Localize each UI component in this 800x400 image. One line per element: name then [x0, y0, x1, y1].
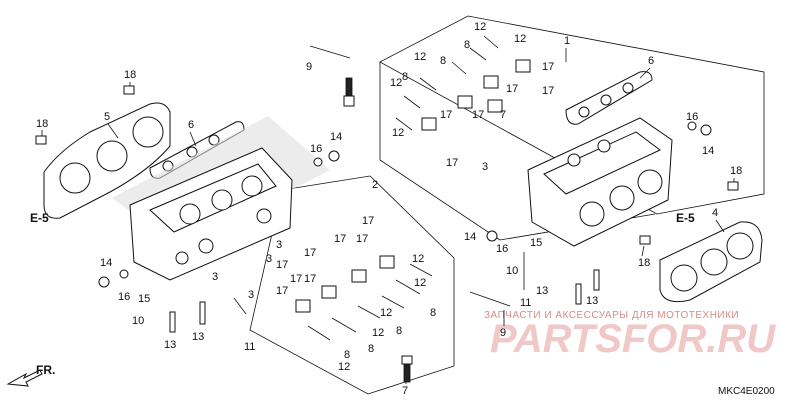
front-direction-arrow-icon	[6, 369, 43, 387]
callout-8-a: 8	[430, 307, 436, 319]
callout-12-e: 12	[338, 361, 350, 373]
leader-lines	[41, 48, 735, 384]
callout-17-a: 17	[362, 215, 374, 227]
callout-17-g: 17	[276, 285, 288, 297]
callout-12-h: 12	[414, 51, 426, 63]
callout-17-k: 17	[542, 85, 554, 97]
callout-17-c: 17	[356, 233, 368, 245]
callout-3-a: 3	[276, 239, 282, 251]
callout-3-c: 3	[212, 271, 218, 283]
callout-8-d: 8	[344, 349, 350, 361]
callout-8-f: 8	[440, 55, 446, 67]
cylinder-head-right	[527, 117, 673, 247]
callout-12-d: 12	[372, 327, 384, 339]
callout-16-right: 16	[496, 243, 508, 255]
callout-13-right-b: 13	[586, 295, 598, 307]
cylinder-head-left	[112, 116, 330, 281]
callout-7-right: 7	[500, 109, 506, 121]
callout-17-j: 17	[506, 83, 518, 95]
callout-18-right: 18	[730, 165, 742, 177]
callout-6-right: 6	[648, 55, 654, 67]
callout-13-left-a: 13	[164, 339, 176, 351]
manifold-gasket-left	[149, 121, 245, 179]
callout-17-b: 17	[334, 233, 346, 245]
callout-17-d: 17	[304, 247, 316, 259]
callout-12-c: 12	[380, 307, 392, 319]
callout-10-left: 10	[132, 315, 144, 327]
watermark-brand: PARTSFOR.RU	[490, 317, 776, 361]
callout-8-c: 8	[368, 343, 374, 355]
callout-13-right-a: 13	[536, 285, 548, 297]
callout-4: 4	[712, 207, 718, 219]
watermark-tagline: ЗАПЧАСТИ И АКСЕССУАРЫ ДЛЯ МОТОТЕХНИКИ	[484, 310, 739, 321]
callout-16-left: 16	[118, 291, 130, 303]
callout-8-e: 8	[464, 39, 470, 51]
callout-17-e: 17	[276, 259, 288, 271]
section-ref-e5-left: E-5	[30, 211, 49, 225]
callout-12-b: 12	[414, 277, 426, 289]
callout-11-right: 11	[520, 297, 531, 309]
diagram-code: MKC4E0200	[718, 386, 775, 397]
section-ref-e5-right: E-5	[676, 211, 695, 225]
callout-17-m: 17	[472, 109, 484, 121]
callout-15-right: 15	[530, 237, 542, 249]
callout-12-a: 12	[412, 253, 424, 265]
callout-14-left-top: 14	[330, 131, 342, 143]
callout-9-top: 9	[306, 61, 312, 73]
callout-17-f: 17	[290, 273, 302, 285]
callout-12-i: 12	[390, 77, 402, 89]
callout-12-f: 12	[474, 21, 486, 33]
callout-14-left: 14	[100, 257, 112, 269]
callout-3-e: 3	[482, 161, 488, 173]
callout-14-right: 14	[464, 231, 476, 243]
callout-18-left-top: 18	[124, 69, 136, 81]
callout-16-right-top: 16	[686, 111, 698, 123]
head-gasket-right	[659, 221, 763, 303]
callout-6-left: 6	[188, 119, 194, 131]
callout-7-bottom: 7	[402, 385, 408, 397]
callout-12-j: 12	[392, 127, 404, 139]
front-direction-label: FR.	[36, 363, 55, 377]
callout-3-b: 3	[266, 253, 272, 265]
assembly-2-outline	[249, 175, 455, 395]
callout-18-left: 18	[36, 118, 48, 130]
callout-1: 1	[564, 35, 570, 47]
callout-8-b: 8	[396, 325, 402, 337]
callout-18-right-bottom: 18	[638, 257, 650, 269]
callout-5: 5	[104, 111, 110, 123]
callout-10-right: 10	[506, 265, 518, 277]
callout-16-left-top: 16	[310, 143, 322, 155]
callout-15-left: 15	[138, 293, 150, 305]
callout-14-right-top: 14	[702, 145, 714, 157]
callout-17-l: 17	[440, 109, 452, 121]
callout-11-left: 11	[244, 341, 255, 353]
callout-9-bottom: 9	[500, 327, 506, 339]
callout-12-g: 12	[514, 33, 526, 45]
bolts-and-studs	[35, 35, 739, 383]
callout-13-left-b: 13	[192, 331, 204, 343]
callout-17-i: 17	[542, 61, 554, 73]
head-gasket-left	[43, 102, 171, 219]
callout-17-h: 17	[304, 273, 316, 285]
callout-2: 2	[372, 179, 378, 191]
manifold-gasket-right	[565, 71, 653, 125]
callout-3-d: 3	[248, 289, 254, 301]
callout-17-n: 17	[446, 157, 458, 169]
callout-8-g: 8	[402, 71, 408, 83]
